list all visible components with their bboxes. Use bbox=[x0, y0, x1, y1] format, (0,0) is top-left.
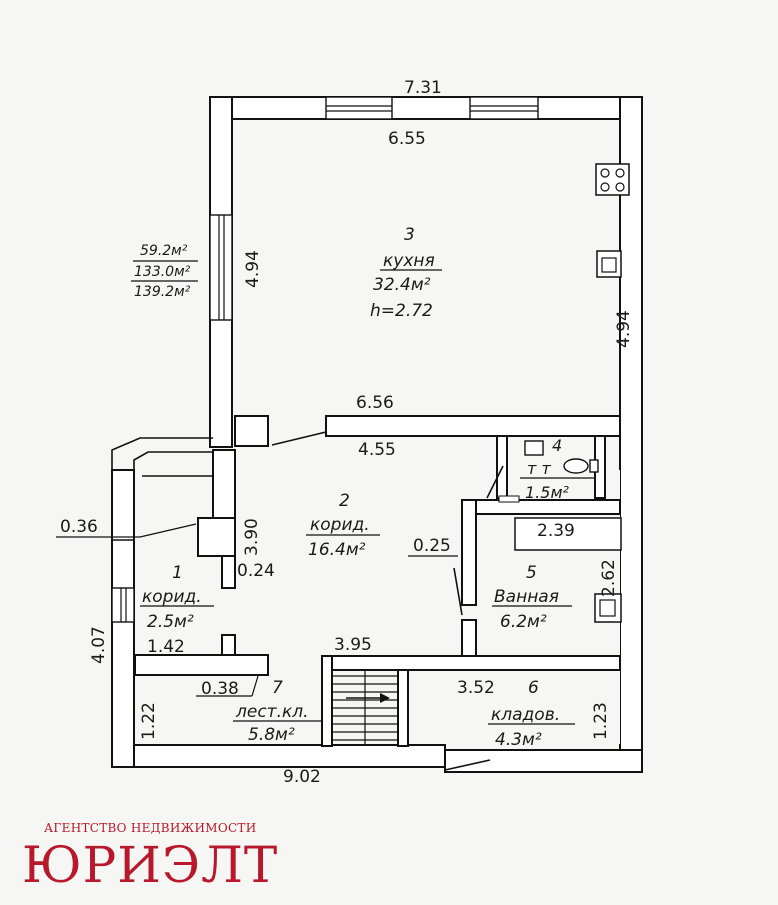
svg-text:5.8м²: 5.8м² bbox=[248, 725, 295, 745]
wall-stair-top bbox=[321, 655, 621, 671]
svg-text:1: 1 bbox=[172, 563, 183, 583]
wall-corridor-pillar bbox=[212, 449, 236, 521]
svg-text:4: 4 bbox=[552, 436, 562, 455]
dim-corridor-left: 3.90 bbox=[242, 518, 262, 556]
svg-text:2.5м²: 2.5м² bbox=[147, 612, 194, 632]
wall-corridor-lower bbox=[221, 555, 236, 589]
svg-text:кладов.: кладов. bbox=[491, 705, 560, 725]
dim-inner-top: 6.55 bbox=[388, 129, 426, 149]
dim-small-025: 0.25 bbox=[413, 536, 451, 556]
wall-partition bbox=[325, 415, 621, 437]
window-left-kitchen bbox=[209, 214, 233, 321]
wall-bath-left bbox=[461, 499, 477, 606]
dim-left-122: 1.22 bbox=[139, 702, 159, 740]
dim-small-036: 0.36 bbox=[60, 517, 98, 537]
svg-text:6: 6 bbox=[528, 678, 539, 698]
area-total: 133.0м² bbox=[134, 264, 191, 280]
room-1-label: 1 корид. 2.5м² bbox=[140, 563, 214, 632]
dim-storage-top: 3.52 bbox=[457, 678, 495, 698]
svg-text:лест.кл.: лест.кл. bbox=[235, 702, 309, 722]
svg-text:кухня: кухня bbox=[383, 251, 435, 271]
dim-small-038: 0.38 bbox=[201, 679, 239, 699]
dim-left-outer: 4.07 bbox=[89, 626, 109, 664]
wall-left-lower bbox=[111, 619, 135, 768]
room-3-label: 3 кухня 32.4м² h=2.72 bbox=[370, 225, 442, 321]
room-2-label: 2 корид. 16.4м² bbox=[306, 491, 380, 560]
toilet-icon bbox=[524, 440, 599, 474]
svg-text:3: 3 bbox=[404, 225, 415, 245]
wall-partition-left bbox=[234, 415, 269, 447]
svg-text:6.2м²: 6.2м² bbox=[500, 612, 547, 632]
area-summary: 59.2м² 133.0м² 139.2м² bbox=[131, 243, 198, 300]
wall-corridor-step bbox=[197, 517, 236, 557]
agency-caption: АГЕНТСТВО НЕДВИЖИМОСТИ bbox=[44, 821, 257, 835]
room-6-label: 6 кладов. 4.3м² bbox=[488, 678, 575, 750]
dim-outer-bottom: 9.02 bbox=[283, 767, 321, 787]
wall-right bbox=[619, 96, 643, 773]
wall-stair-right bbox=[397, 669, 409, 747]
wall-corridor-door-jamb bbox=[221, 634, 236, 656]
svg-text:1.5м²: 1.5м² bbox=[525, 483, 570, 502]
sink-icon bbox=[596, 250, 622, 278]
svg-text:4.3м²: 4.3м² bbox=[495, 730, 542, 750]
area-living: 59.2м² bbox=[140, 243, 188, 259]
wall-bottom-right bbox=[444, 749, 643, 773]
stove-icon bbox=[595, 163, 630, 196]
agency-logo: ЮРИЭЛТ bbox=[22, 836, 279, 894]
room-5-label: 5 Ванная 6.2м² bbox=[492, 563, 572, 632]
svg-text:т т: т т bbox=[527, 459, 551, 478]
wall-corridor-bottom bbox=[134, 654, 269, 676]
window-top-left bbox=[325, 96, 393, 120]
bathtub-icon bbox=[514, 517, 622, 551]
wall-bath-left-lower bbox=[461, 619, 477, 657]
svg-text:Ванная: Ванная bbox=[494, 587, 559, 607]
dim-partition-top: 6.56 bbox=[356, 393, 394, 413]
area-gross: 139.2м² bbox=[134, 284, 191, 300]
svg-text:32.4м²: 32.4м² bbox=[373, 275, 431, 295]
room-4-label: 4 т т 1.5м² bbox=[520, 436, 596, 502]
svg-text:корид.: корид. bbox=[310, 515, 370, 535]
window-left-corridor bbox=[111, 587, 135, 623]
svg-text:2: 2 bbox=[339, 491, 350, 511]
wall-stair-left bbox=[321, 655, 333, 747]
window-top-right bbox=[469, 96, 539, 120]
dim-kitchen-left: 4.94 bbox=[243, 250, 263, 288]
dim-partition-bottom: 4.55 bbox=[358, 440, 396, 460]
dim-kitchen-right: 4.94 bbox=[614, 310, 634, 348]
svg-text:7: 7 bbox=[272, 678, 283, 698]
dim-stair-top: 3.95 bbox=[334, 635, 372, 655]
dim-bath-right: 2.62 bbox=[599, 559, 619, 597]
stair-arrow-icon bbox=[346, 693, 390, 703]
dim-small-024: 0.24 bbox=[237, 561, 275, 581]
svg-text:16.4м²: 16.4м² bbox=[308, 540, 366, 560]
dim-corridor1-width: 1.42 bbox=[147, 637, 185, 657]
stairs bbox=[332, 670, 398, 745]
svg-text:5: 5 bbox=[526, 563, 537, 583]
bath-sink-icon bbox=[594, 593, 622, 623]
dim-bath-top: 2.39 bbox=[537, 521, 575, 541]
wall-top bbox=[209, 96, 643, 120]
wall-bottom-left bbox=[111, 744, 446, 768]
room-7-label: 7 лест.кл. 5.8м² bbox=[233, 678, 322, 745]
dim-outer-top: 7.31 bbox=[404, 78, 442, 98]
svg-text:корид.: корид. bbox=[142, 587, 202, 607]
dim-right-123: 1.23 bbox=[591, 702, 611, 740]
svg-text:h=2.72: h=2.72 bbox=[370, 301, 433, 321]
wall-bath-top bbox=[461, 499, 621, 515]
